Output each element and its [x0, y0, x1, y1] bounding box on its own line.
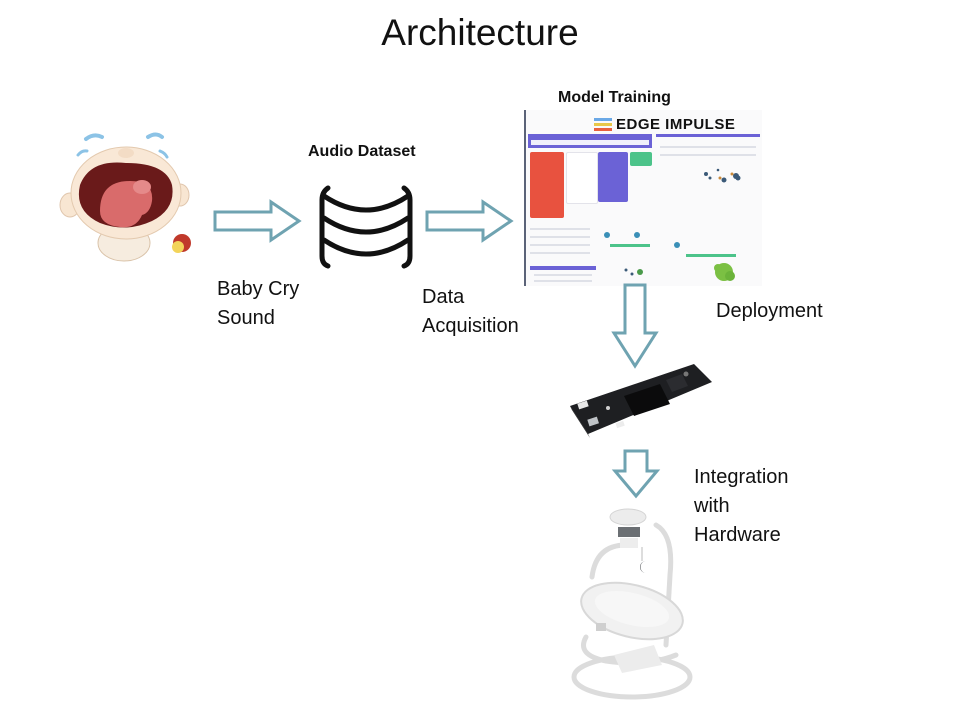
- audio-dataset-heading: Audio Dataset: [308, 143, 416, 160]
- database-icon: [319, 185, 413, 269]
- arrow-right-icon: [213, 199, 302, 243]
- tear-drop: [76, 149, 89, 157]
- label-line: with: [694, 495, 730, 517]
- label-line: Data: [422, 286, 465, 308]
- ei-logo-stripe: [594, 118, 612, 121]
- swing-canopy: [609, 508, 647, 526]
- label-line: Baby Cry: [217, 278, 300, 300]
- label-line: Integration: [694, 466, 789, 488]
- deployment-label: Deployment: [716, 300, 823, 322]
- tear-drop: [146, 132, 164, 139]
- tear-drop: [158, 149, 169, 159]
- label-line: Acquisition: [422, 315, 519, 337]
- label-line: Sound: [217, 307, 275, 329]
- swing-speaker: [618, 527, 640, 537]
- integration-with-hardware-label: Integration with Hardware: [694, 463, 789, 550]
- ei-header-bar: [656, 134, 760, 137]
- baby-cry-sound-label: Baby Cry Sound: [217, 275, 299, 333]
- tear-drop: [84, 133, 104, 141]
- label-line: Hardware: [694, 524, 781, 546]
- ei-search-field: [531, 140, 649, 145]
- edge-impulse-dashboard-screenshot: EDGE IMPULSE: [524, 110, 762, 286]
- baby-swing: [571, 508, 693, 700]
- ei-card-green: [630, 152, 652, 166]
- arrow-down-icon: [611, 283, 659, 369]
- model-training-heading: Model Training: [558, 89, 671, 106]
- page-title: Architecture: [381, 12, 579, 53]
- ei-green-cluster: [714, 263, 735, 281]
- moon-toy: [640, 561, 646, 573]
- microcontroller-board: [570, 364, 712, 438]
- arrow-down-icon: [611, 449, 661, 499]
- ei-cluster-scatter: [624, 268, 643, 276]
- ei-logo-stripe: [594, 123, 612, 126]
- crying-baby-illustration: [59, 132, 191, 262]
- ei-platform-name: EDGE IMPULSE: [616, 116, 736, 133]
- ei-card-red: [530, 152, 564, 218]
- arrow-right-icon: [425, 199, 514, 243]
- ei-card-white: [566, 152, 598, 204]
- ei-logo-stripe: [594, 128, 612, 131]
- ei-feature-scatter: [704, 168, 741, 183]
- ei-action-button: [530, 266, 596, 270]
- data-acquisition-label: Data Acquisition: [422, 283, 519, 341]
- ei-card-purple: [598, 152, 628, 202]
